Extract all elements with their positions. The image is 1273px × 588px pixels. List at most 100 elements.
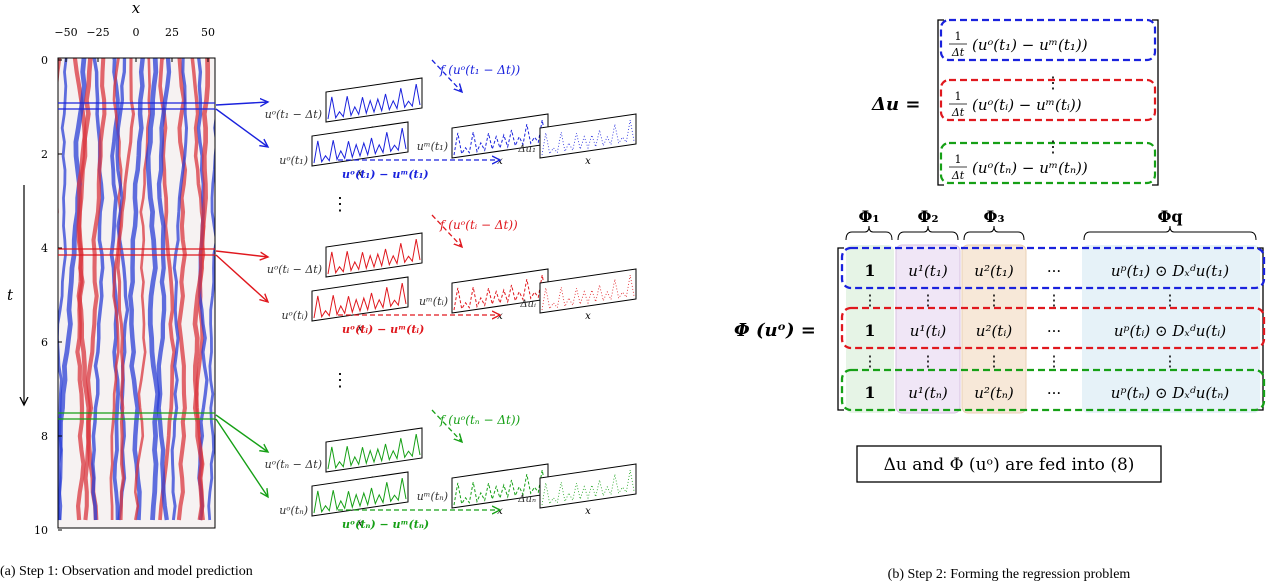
phi-vdots: ⋮ [863,291,878,309]
arrow-to-obs-shift [215,414,268,452]
phi-cell-3: u²(tᵢ) [976,322,1013,340]
heatmap-stripe [192,58,211,521]
heatmap-stripe [115,58,130,521]
model-plot-wave [453,120,547,156]
vdots-2: ⋮ [331,370,349,391]
arrow-to-obs-shift [215,250,268,257]
f-arrow [431,59,462,92]
delta-u-lhs: Δu = [871,94,920,115]
frac-numerator: 1 [955,153,962,166]
phi-vdots: ⋮ [1047,291,1062,309]
phi-header-brace [1083,225,1257,241]
delta-plot-wave [541,120,635,156]
delta-u-rows: 1Δt(uᵒ(t₁) − uᵐ(t₁))1Δt(uᵒ(tᵢ) − uᵐ(tᵢ))… [939,18,1157,185]
phi-vdots: ⋮ [921,291,936,309]
phi-header-label: Φ₃ [984,207,1005,226]
caption-a: (a) Step 1: Observation and model predic… [0,564,253,579]
delta-u-row-text: (uᵒ(tᵢ) − uᵐ(tᵢ)) [972,96,1082,114]
phi-cell-1: 1 [864,261,875,280]
obs-label: uᵒ(tₙ) [279,504,308,517]
phi-row-box-blue [840,246,1266,290]
fed-into-text: Δu and Φ (uᵒ) are fed into (8) [884,455,1135,475]
f-label: f (uᵒ(tₙ − Δt)) [439,413,521,427]
obs-shift-plot-box [325,77,423,123]
t-tick-label: 2 [41,148,48,161]
delta-plot-wave [541,470,635,506]
obs-shift-plot-wave [327,239,421,275]
group-green: uᵒ(tₙ − Δt)xuᵒ(tₙ)xf (uᵒ(tₙ − Δt))uᵐ(tₙ)… [215,409,637,531]
x-label: x [585,311,591,322]
phi-cell-2: u¹(tᵢ) [910,322,947,340]
x-label: x [357,323,363,334]
arrow-to-obs [215,254,268,302]
vdots-1: ⋮ [331,194,349,215]
x-label: x [497,506,503,517]
phi-header-brace [963,225,1025,241]
heatmap-stripe [156,58,172,521]
t-tick-label: 8 [41,430,48,443]
frac-numerator: 1 [955,30,962,43]
diff-label: uᵒ(tₙ) − uᵐ(tₙ) [342,518,429,531]
phi-header-brace [845,225,893,241]
caption-b: (b) Step 2: Forming the regression probl… [888,567,1131,582]
f-label: f (uᵒ(t₁ − Δt)) [439,63,520,77]
delta-plot-wave [541,275,635,311]
model-label: uᵐ(tᵢ) [419,295,448,308]
obs-shift-label: uᵒ(tᵢ − Δt) [267,263,322,276]
phi-cell-q: uᵖ(tₙ) ⊙ Dₓᵈu(tₙ) [1111,384,1230,402]
obs-plot-box [311,276,409,322]
t-tick-label: 6 [41,336,48,349]
x-axis-label: x [132,0,141,17]
delta-u-bracket-left [937,19,944,186]
t-tick-label: 10 [34,524,48,537]
heatmap-stripe [58,58,87,521]
phi-row-box-red [840,306,1266,350]
delta-u-row-box-red [939,78,1157,122]
heatmap-stripe [176,58,188,521]
heatmap-stripe [170,58,189,521]
obs-label: uᵒ(t₁) [279,154,308,167]
obs-shift-plot-wave [327,84,421,120]
heatmap-stripes [58,58,215,521]
delta-u-bracket-right [1152,19,1159,186]
x-label: x [585,506,591,517]
t-tick-label: 4 [41,242,48,255]
frac-denominator: Δt [951,46,965,59]
phi-hdots: ··· [1047,322,1061,340]
obs-plot-wave [313,283,407,319]
x-label: x [497,156,503,167]
phi-header-label: Φ₂ [918,207,939,226]
obs-label: uᵒ(tᵢ) [281,309,308,322]
phi-vdots: ⋮ [987,291,1002,309]
obs-shift-label: uᵒ(tₙ − Δt) [265,458,322,471]
phi-cell-3: u²(tₙ) [974,384,1014,402]
phi-header-label: Φq [1157,207,1182,226]
delta-u-vdots-1: ⋮ [1045,73,1061,92]
phi-cell-1: 1 [864,321,875,340]
phi-cell-2: u¹(tₙ) [908,384,948,402]
phi-cell-2: u¹(t₁) [908,262,948,280]
heatmap-stripe [158,58,177,521]
phi-bracket-left [837,247,844,411]
f-arrow [431,214,462,247]
phi-vdots: ⋮ [1047,352,1062,370]
phi-hdots: ··· [1047,262,1061,280]
arrow-to-obs-shift [215,102,268,105]
panel-b: Δu = 1Δt(uᵒ(t₁) − uᵐ(t₁))1Δt(uᵒ(tᵢ) − uᵐ… [734,18,1266,582]
obs-plot-box [311,471,409,517]
frac-denominator: Δt [951,169,965,182]
diff-label: uᵒ(tᵢ) − uᵐ(tᵢ) [342,323,424,336]
phi-vdots: ⋮ [921,352,936,370]
phi-hdots: ··· [1047,384,1061,402]
phi-cell-1: 1 [864,383,875,402]
x-tick-label: 0 [133,26,140,39]
frac-denominator: Δt [951,106,965,119]
arrow-to-obs [215,108,268,147]
x-tick-label: −50 [54,26,77,39]
heatmap-stripe [128,58,145,521]
heatmap-stripe [207,115,215,521]
